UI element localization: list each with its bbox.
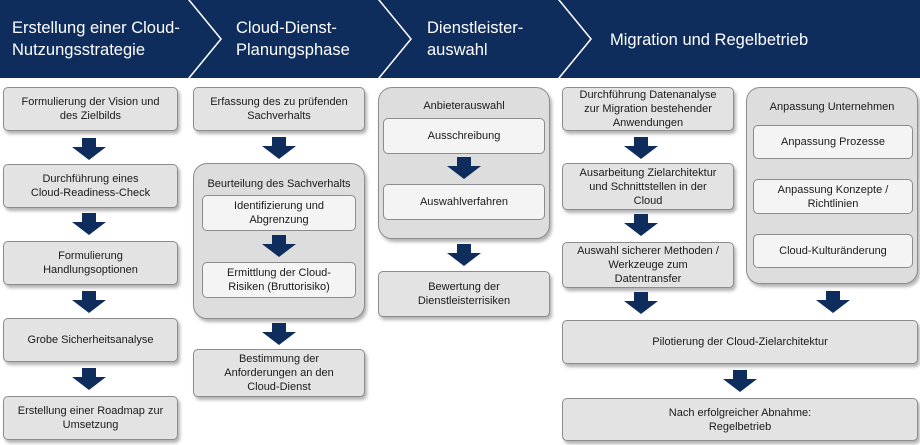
down-arrow-icon	[262, 323, 296, 345]
phase-title-3: Dienstleister- auswahl	[427, 19, 524, 59]
step-ausschreibung: Ausschreibung	[383, 118, 545, 154]
step-anpassung-prozesse: Anpassung Prozesse	[753, 125, 913, 159]
step-dienstleisterrisiken: Bewertung der Dienstleisterrisiken	[378, 271, 550, 317]
step-pilotierung: Pilotierung der Cloud-Zielarchitektur	[562, 320, 918, 364]
step-identifizierung: Identifizierung und Abgrenzung	[202, 195, 356, 231]
step-sicherheitsanalyse: Grobe Sicherheitsanalyse	[3, 318, 178, 362]
down-arrow-icon	[624, 292, 658, 314]
group-title: Beurteilung des Sachverhalts	[207, 178, 351, 190]
down-arrow-icon	[72, 368, 106, 390]
step-anpassung-konzepte: Anpassung Konzepte / Richtlinien	[753, 179, 913, 214]
phase-title-2: Cloud-Dienst- Planungsphase	[236, 19, 350, 59]
phase-chevron-bar	[0, 0, 920, 78]
down-arrow-icon	[447, 157, 481, 179]
down-arrow-icon	[262, 137, 296, 159]
step-readiness-check: Durchführung eines Cloud-Readiness-Check	[3, 164, 178, 208]
step-roadmap: Erstellung einer Roadmap zur Umsetzung	[3, 396, 178, 440]
group-anpassung-unternehmen: Anpassung Unternehmen Anpassung Prozesse…	[746, 87, 918, 284]
phase-title-4: Migration und Regelbetrieb	[610, 31, 809, 49]
phase-title-1: Erstellung einer Cloud- Nutzungsstrategi…	[12, 19, 180, 59]
down-arrow-icon	[72, 138, 106, 160]
group-title: Anbieterauswahl	[423, 100, 505, 112]
step-auswahlverfahren: Auswahlverfahren	[383, 184, 545, 220]
step-risiken-ermittlung: Ermittlung der Cloud- Risiken (Bruttoris…	[202, 262, 356, 298]
step-zielarchitektur: Ausarbeitung Zielarchitektur und Schnitt…	[562, 163, 734, 210]
down-arrow-icon	[447, 244, 481, 266]
phase-chevron-3	[380, 0, 590, 78]
group-title: Anpassung Unternehmen	[769, 101, 895, 113]
phase-chevron-4	[560, 0, 920, 78]
step-sachverhalt-erfassung: Erfassung des zu prüfenden Sachverhalts	[193, 87, 365, 131]
step-vision: Formulierung der Vision und des Zielbild…	[3, 87, 178, 131]
down-arrow-icon	[262, 235, 296, 257]
down-arrow-icon	[624, 214, 658, 236]
down-arrow-icon	[624, 137, 658, 159]
step-datentransfer: Auswahl sicherer Methoden / Werkzeuge zu…	[562, 242, 734, 288]
down-arrow-icon	[72, 291, 106, 313]
group-beurteilung: Beurteilung des Sachverhalts Identifizie…	[193, 163, 365, 319]
group-anbieterauswahl: Anbieterauswahl Ausschreibung Auswahlver…	[378, 87, 550, 239]
step-anforderungen: Bestimmung der Anforderungen an den Clou…	[193, 349, 365, 397]
step-handlungsoptionen: Formulierung Handlungsoptionen	[3, 241, 178, 285]
down-arrow-icon	[816, 291, 850, 313]
down-arrow-icon	[723, 370, 757, 392]
step-regelbetrieb: Nach erfolgreicher Abnahme: Regelbetrieb	[562, 398, 918, 441]
down-arrow-icon	[72, 213, 106, 235]
step-cloud-kultur: Cloud-Kulturänderung	[753, 234, 913, 268]
step-datenanalyse: Durchführung Datenanalyse zur Migration …	[562, 87, 734, 131]
phase-chevron-2	[190, 0, 410, 78]
phase-chevron-1	[0, 0, 220, 78]
